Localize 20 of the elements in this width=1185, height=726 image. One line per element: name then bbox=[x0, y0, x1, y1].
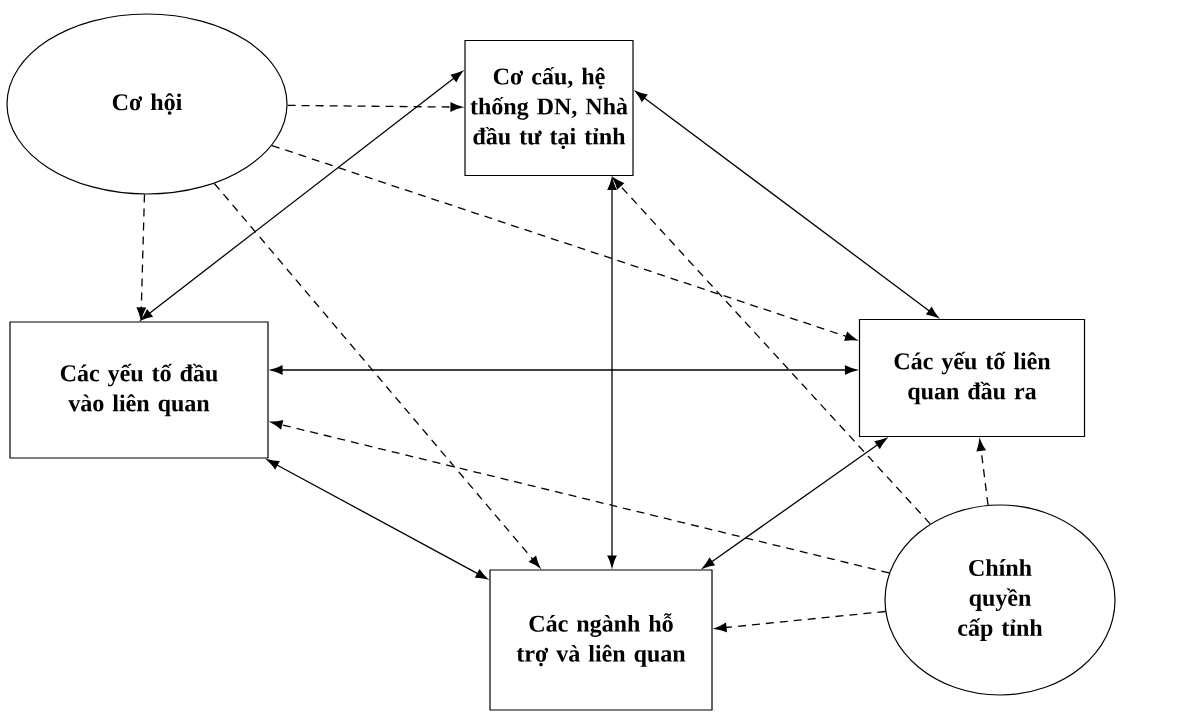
process-box: Cơ cấu, hệ thống DN, Nhà đầu tư tại tỉnh bbox=[464, 39, 634, 177]
arrow bbox=[635, 91, 939, 318]
arrow bbox=[702, 438, 887, 569]
dashed-arrow bbox=[136, 193, 146, 320]
process-box: Các yếu tố liên quan đầu ra bbox=[858, 318, 1086, 438]
dashed-arrow bbox=[271, 144, 857, 341]
arrow bbox=[607, 178, 617, 568]
dashed-arrow bbox=[612, 177, 931, 525]
process-box: Các yếu tố đầu vào liên quan bbox=[9, 321, 269, 459]
process-box: Các ngành hỗ trợ và liên quan bbox=[489, 569, 713, 711]
ellipse-node: Cơ hội bbox=[6, 13, 288, 195]
arrow bbox=[140, 71, 463, 321]
dashed-arrow bbox=[213, 182, 541, 568]
dashed-arrow bbox=[270, 420, 890, 574]
dashed-arrow bbox=[714, 610, 886, 632]
dashed-arrow bbox=[286, 102, 463, 112]
ellipse-node: Chính quyền cấp tỉnh bbox=[884, 504, 1116, 696]
arrow bbox=[267, 459, 488, 580]
dashed-arrow bbox=[976, 439, 989, 506]
arrow bbox=[270, 365, 857, 375]
